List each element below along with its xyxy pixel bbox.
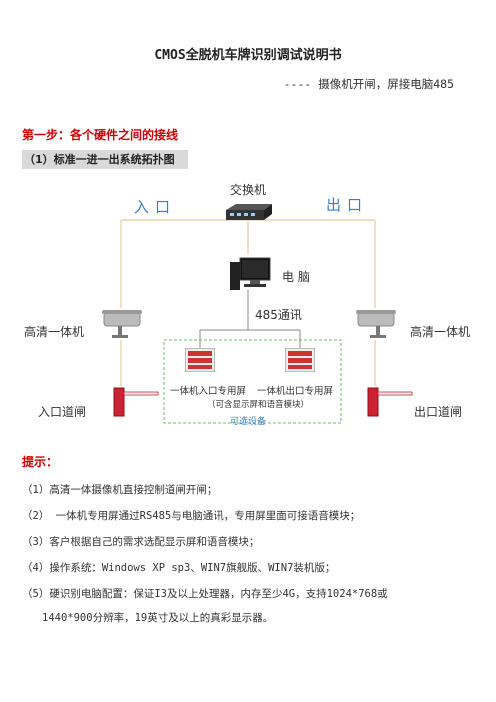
topology-diagram: 交换机 入口 出口 电 脑 485通讯 高清一体机 高清一体机 一体机入口专用屏… bbox=[0, 172, 496, 440]
exit-label: 出口 bbox=[326, 196, 369, 214]
camera-right-label: 高清一体机 bbox=[410, 325, 471, 339]
tip-item: （2） 一体机专用屏通过RS485与电脑通讯，专用屏里面可接语音模块； bbox=[22, 510, 361, 522]
computer-icon bbox=[230, 257, 271, 290]
step-heading: 第一步：各个硬件之间的接线 bbox=[22, 128, 179, 142]
section-heading: （1）标准一进一出系统拓扑图 bbox=[22, 150, 188, 169]
document-subtitle: ---- 摄像机开闸，屏接电脑485 bbox=[283, 77, 454, 91]
exit-gate-label: 出口道闸 bbox=[414, 405, 463, 419]
tip-item: （4）操作系统：Windows XP sp3、WIN7旗舰版、WIN7装机版； bbox=[22, 562, 336, 574]
camera-left-label: 高清一体机 bbox=[24, 325, 85, 339]
tips-heading: 提示： bbox=[22, 455, 59, 469]
entry-screen-label: 一体机入口专用屏 bbox=[170, 386, 247, 397]
tip-item: （5）硬识别电脑配置：保证I3及以上处理器，内存至少4G，支持1024*768或 bbox=[22, 588, 388, 600]
document-title: CMOS全脱机车牌识别调试说明书 bbox=[154, 48, 342, 63]
computer-label: 电 脑 bbox=[282, 270, 310, 284]
camera-right-icon bbox=[356, 310, 396, 338]
switch-icon bbox=[226, 204, 272, 220]
entry-gate-icon bbox=[113, 387, 159, 417]
rs485-label: 485通讯 bbox=[255, 308, 302, 322]
screen-note: （可含显示屏和语音模块） bbox=[207, 400, 310, 410]
entry-screen-icon bbox=[185, 348, 215, 372]
optional-label: 可选设备 bbox=[230, 417, 267, 427]
entry-label: 入口 bbox=[134, 198, 177, 216]
exit-screen-label: 一体机出口专用屏 bbox=[257, 386, 334, 397]
tip-item: （1）高清一体摄像机直接控制道闸开闸； bbox=[22, 484, 218, 496]
tip-item-continuation: 1440*900分辨率，19英寸及以上的真彩显示器。 bbox=[42, 612, 274, 624]
camera-left-icon bbox=[102, 310, 142, 338]
exit-gate-icon bbox=[367, 387, 413, 417]
entry-gate-label: 入口道闸 bbox=[38, 405, 87, 419]
tip-item: （3）客户根据自己的需求选配显示屏和语音模块； bbox=[22, 536, 260, 548]
switch-label: 交换机 bbox=[230, 183, 267, 197]
exit-screen-icon bbox=[285, 348, 315, 372]
